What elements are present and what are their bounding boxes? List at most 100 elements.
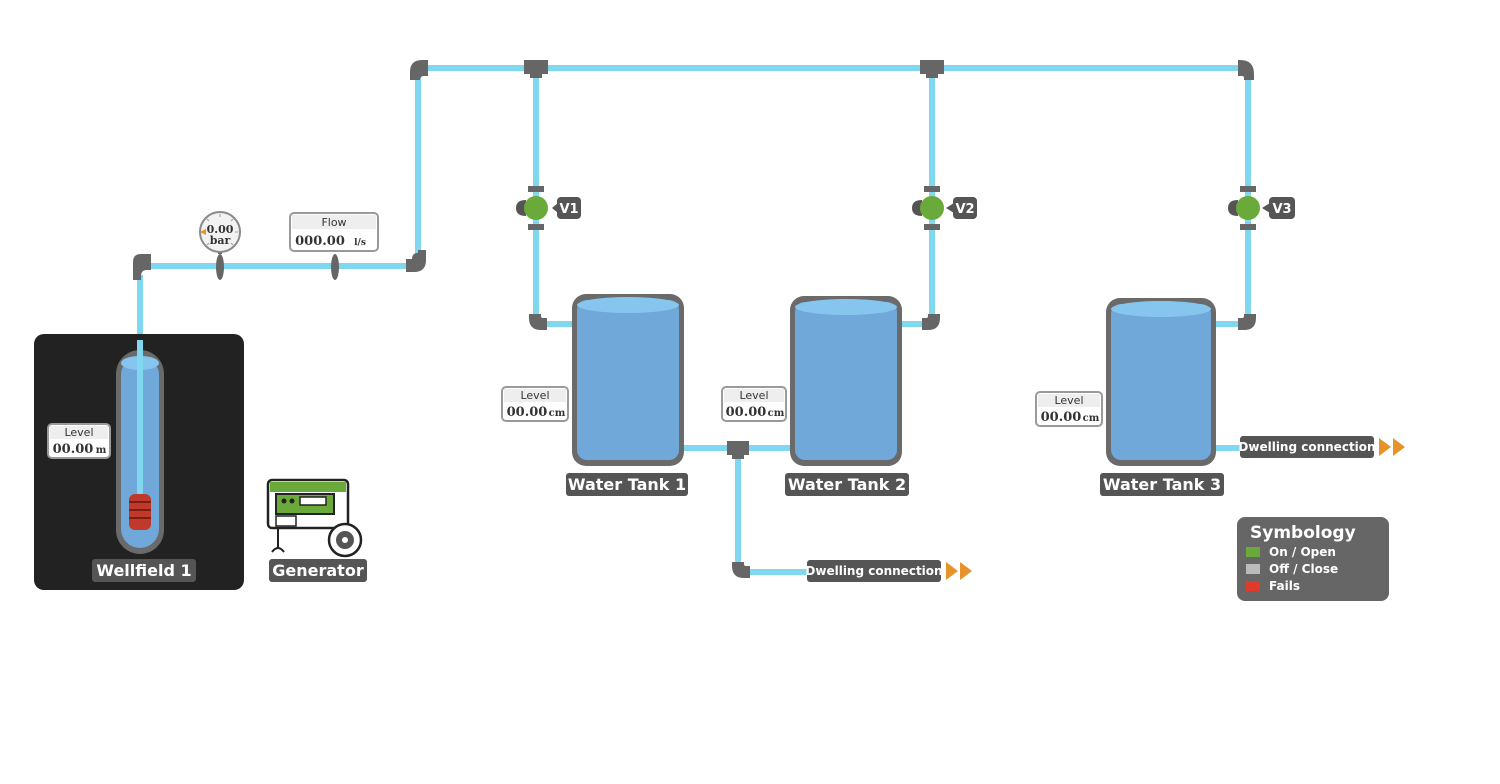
elbow-fitting bbox=[922, 314, 940, 330]
generator-icon bbox=[266, 478, 363, 558]
valve-status-indicator bbox=[524, 196, 548, 220]
elbow-fitting bbox=[410, 60, 428, 80]
legend-swatch-off bbox=[1246, 564, 1260, 574]
valve-tag-pointer bbox=[946, 203, 954, 213]
elbow-fitting bbox=[133, 254, 151, 280]
wellfield-1[interactable]: Level 00.00 m Wellfield 1 bbox=[34, 334, 244, 590]
tank-level-title-bg bbox=[504, 389, 566, 402]
generator[interactable]: Generator bbox=[266, 478, 367, 582]
valve-body bbox=[924, 224, 940, 230]
tank-water bbox=[577, 300, 679, 460]
wellfield-name-tag bbox=[92, 559, 196, 582]
valve-actuator bbox=[1228, 200, 1238, 216]
tank-water-surface bbox=[795, 299, 897, 315]
water-tank-2[interactable]: Level 00.00 cm Water Tank 2 bbox=[721, 296, 909, 496]
dwelling-connection-2[interactable]: Dwelling connection bbox=[1238, 436, 1405, 458]
well-level-title-bg bbox=[50, 426, 108, 439]
valve-body bbox=[528, 224, 544, 230]
valve-label: V2 bbox=[955, 202, 974, 217]
tank-name: Water Tank 3 bbox=[1103, 475, 1221, 494]
flow-title: Flow bbox=[321, 216, 346, 229]
tank-name-tag bbox=[1100, 473, 1224, 496]
tank-level-value: 00.00 bbox=[507, 405, 548, 420]
dwelling-tag bbox=[1240, 436, 1374, 458]
tank-level-unit: cm bbox=[1083, 413, 1100, 424]
tank-level-unit: cm bbox=[549, 408, 566, 419]
valve-v1[interactable]: V1 bbox=[516, 186, 581, 230]
legend-swatch-on bbox=[1246, 547, 1260, 557]
tank-water bbox=[795, 302, 897, 460]
valve-actuator bbox=[516, 200, 526, 216]
valve-actuator bbox=[912, 200, 922, 216]
legend-label-on: On / Open bbox=[1269, 545, 1336, 559]
valve-label: V1 bbox=[559, 202, 578, 217]
tank-water bbox=[1111, 304, 1211, 460]
valve-tag-pointer bbox=[552, 203, 558, 213]
elbow-fitting bbox=[1238, 314, 1256, 330]
gauge-flange bbox=[216, 254, 224, 280]
valve-status-indicator bbox=[920, 196, 944, 220]
gauge-value: 0.00 bbox=[207, 223, 234, 236]
valve-tag bbox=[953, 197, 977, 219]
water-tank-3[interactable]: Level 00.00 cm Water Tank 3 bbox=[1035, 298, 1224, 496]
tank-name-tag bbox=[566, 473, 688, 496]
gauge-ticks bbox=[206, 214, 238, 246]
flow-title-bg bbox=[292, 215, 376, 229]
valve-body bbox=[1240, 186, 1256, 192]
tank-name: Water Tank 1 bbox=[568, 475, 686, 494]
valve-body bbox=[528, 186, 544, 192]
well-level-value: 00.00 bbox=[53, 442, 94, 457]
tank-level-value: 00.00 bbox=[1041, 410, 1082, 425]
well-level-title: Level bbox=[64, 426, 93, 439]
valve-tag bbox=[557, 197, 581, 219]
tank-level-unit: cm bbox=[768, 408, 785, 419]
elbow-fitting bbox=[1238, 60, 1254, 80]
legend-panel bbox=[1237, 517, 1389, 601]
elbow-fitting bbox=[529, 314, 547, 330]
generator-name-tag bbox=[269, 559, 367, 582]
dwelling-connection-1[interactable]: Dwelling connection bbox=[805, 560, 972, 582]
generator-name: Generator bbox=[272, 561, 364, 580]
flow-meter[interactable]: Flow 000.00 l/s bbox=[289, 212, 379, 280]
symbology-legend: Symbology On / Open Off / Close Fails bbox=[1237, 517, 1389, 601]
double-arrow-icon bbox=[1379, 438, 1405, 456]
tank-name: Water Tank 2 bbox=[788, 475, 906, 494]
elbow-fitting bbox=[732, 562, 750, 578]
submersible-pump-icon bbox=[129, 494, 151, 530]
dwelling-label: Dwelling connection bbox=[805, 564, 942, 578]
legend-title: Symbology bbox=[1250, 523, 1356, 543]
tank-name-tag bbox=[785, 473, 909, 496]
tank-level-title: Level bbox=[520, 389, 549, 402]
tee-fitting bbox=[524, 60, 548, 78]
valve-v2[interactable]: V2 bbox=[912, 186, 977, 230]
tank-level-title: Level bbox=[739, 389, 768, 402]
tank-level-title: Level bbox=[1054, 394, 1083, 407]
wellfield-name: Wellfield 1 bbox=[96, 561, 191, 580]
well-level-unit: m bbox=[96, 445, 107, 456]
dwelling-label: Dwelling connection bbox=[1238, 440, 1375, 454]
gauge-needle-icon bbox=[200, 229, 206, 235]
dwelling-tag bbox=[807, 560, 941, 582]
legend-label-fails: Fails bbox=[1269, 579, 1300, 593]
tank-water-surface bbox=[1111, 301, 1211, 317]
valve-body bbox=[1240, 224, 1256, 230]
valve-status-indicator bbox=[1236, 196, 1260, 220]
flow-flange bbox=[331, 254, 339, 280]
valve-tag-pointer bbox=[1262, 203, 1270, 213]
flow-unit: l/s bbox=[354, 238, 366, 248]
pressure-gauge[interactable]: 0.00 bar bbox=[199, 211, 241, 280]
flow-value: 000.00 bbox=[295, 234, 345, 249]
valve-label: V3 bbox=[1272, 202, 1291, 217]
legend-label-off: Off / Close bbox=[1269, 562, 1338, 576]
tee-fitting bbox=[727, 441, 749, 459]
valve-tag bbox=[1269, 197, 1295, 219]
water-tank-1[interactable]: Level 00.00 cm Water Tank 1 bbox=[501, 294, 688, 496]
tank-level-title-bg bbox=[1038, 394, 1100, 407]
elbow-fitting bbox=[406, 250, 426, 272]
pipe-fittings bbox=[133, 60, 1256, 578]
valve-body bbox=[924, 186, 940, 192]
tank-level-title-bg bbox=[724, 389, 784, 402]
valve-v3[interactable]: V3 bbox=[1228, 186, 1295, 230]
legend-swatch-fails bbox=[1246, 581, 1260, 591]
